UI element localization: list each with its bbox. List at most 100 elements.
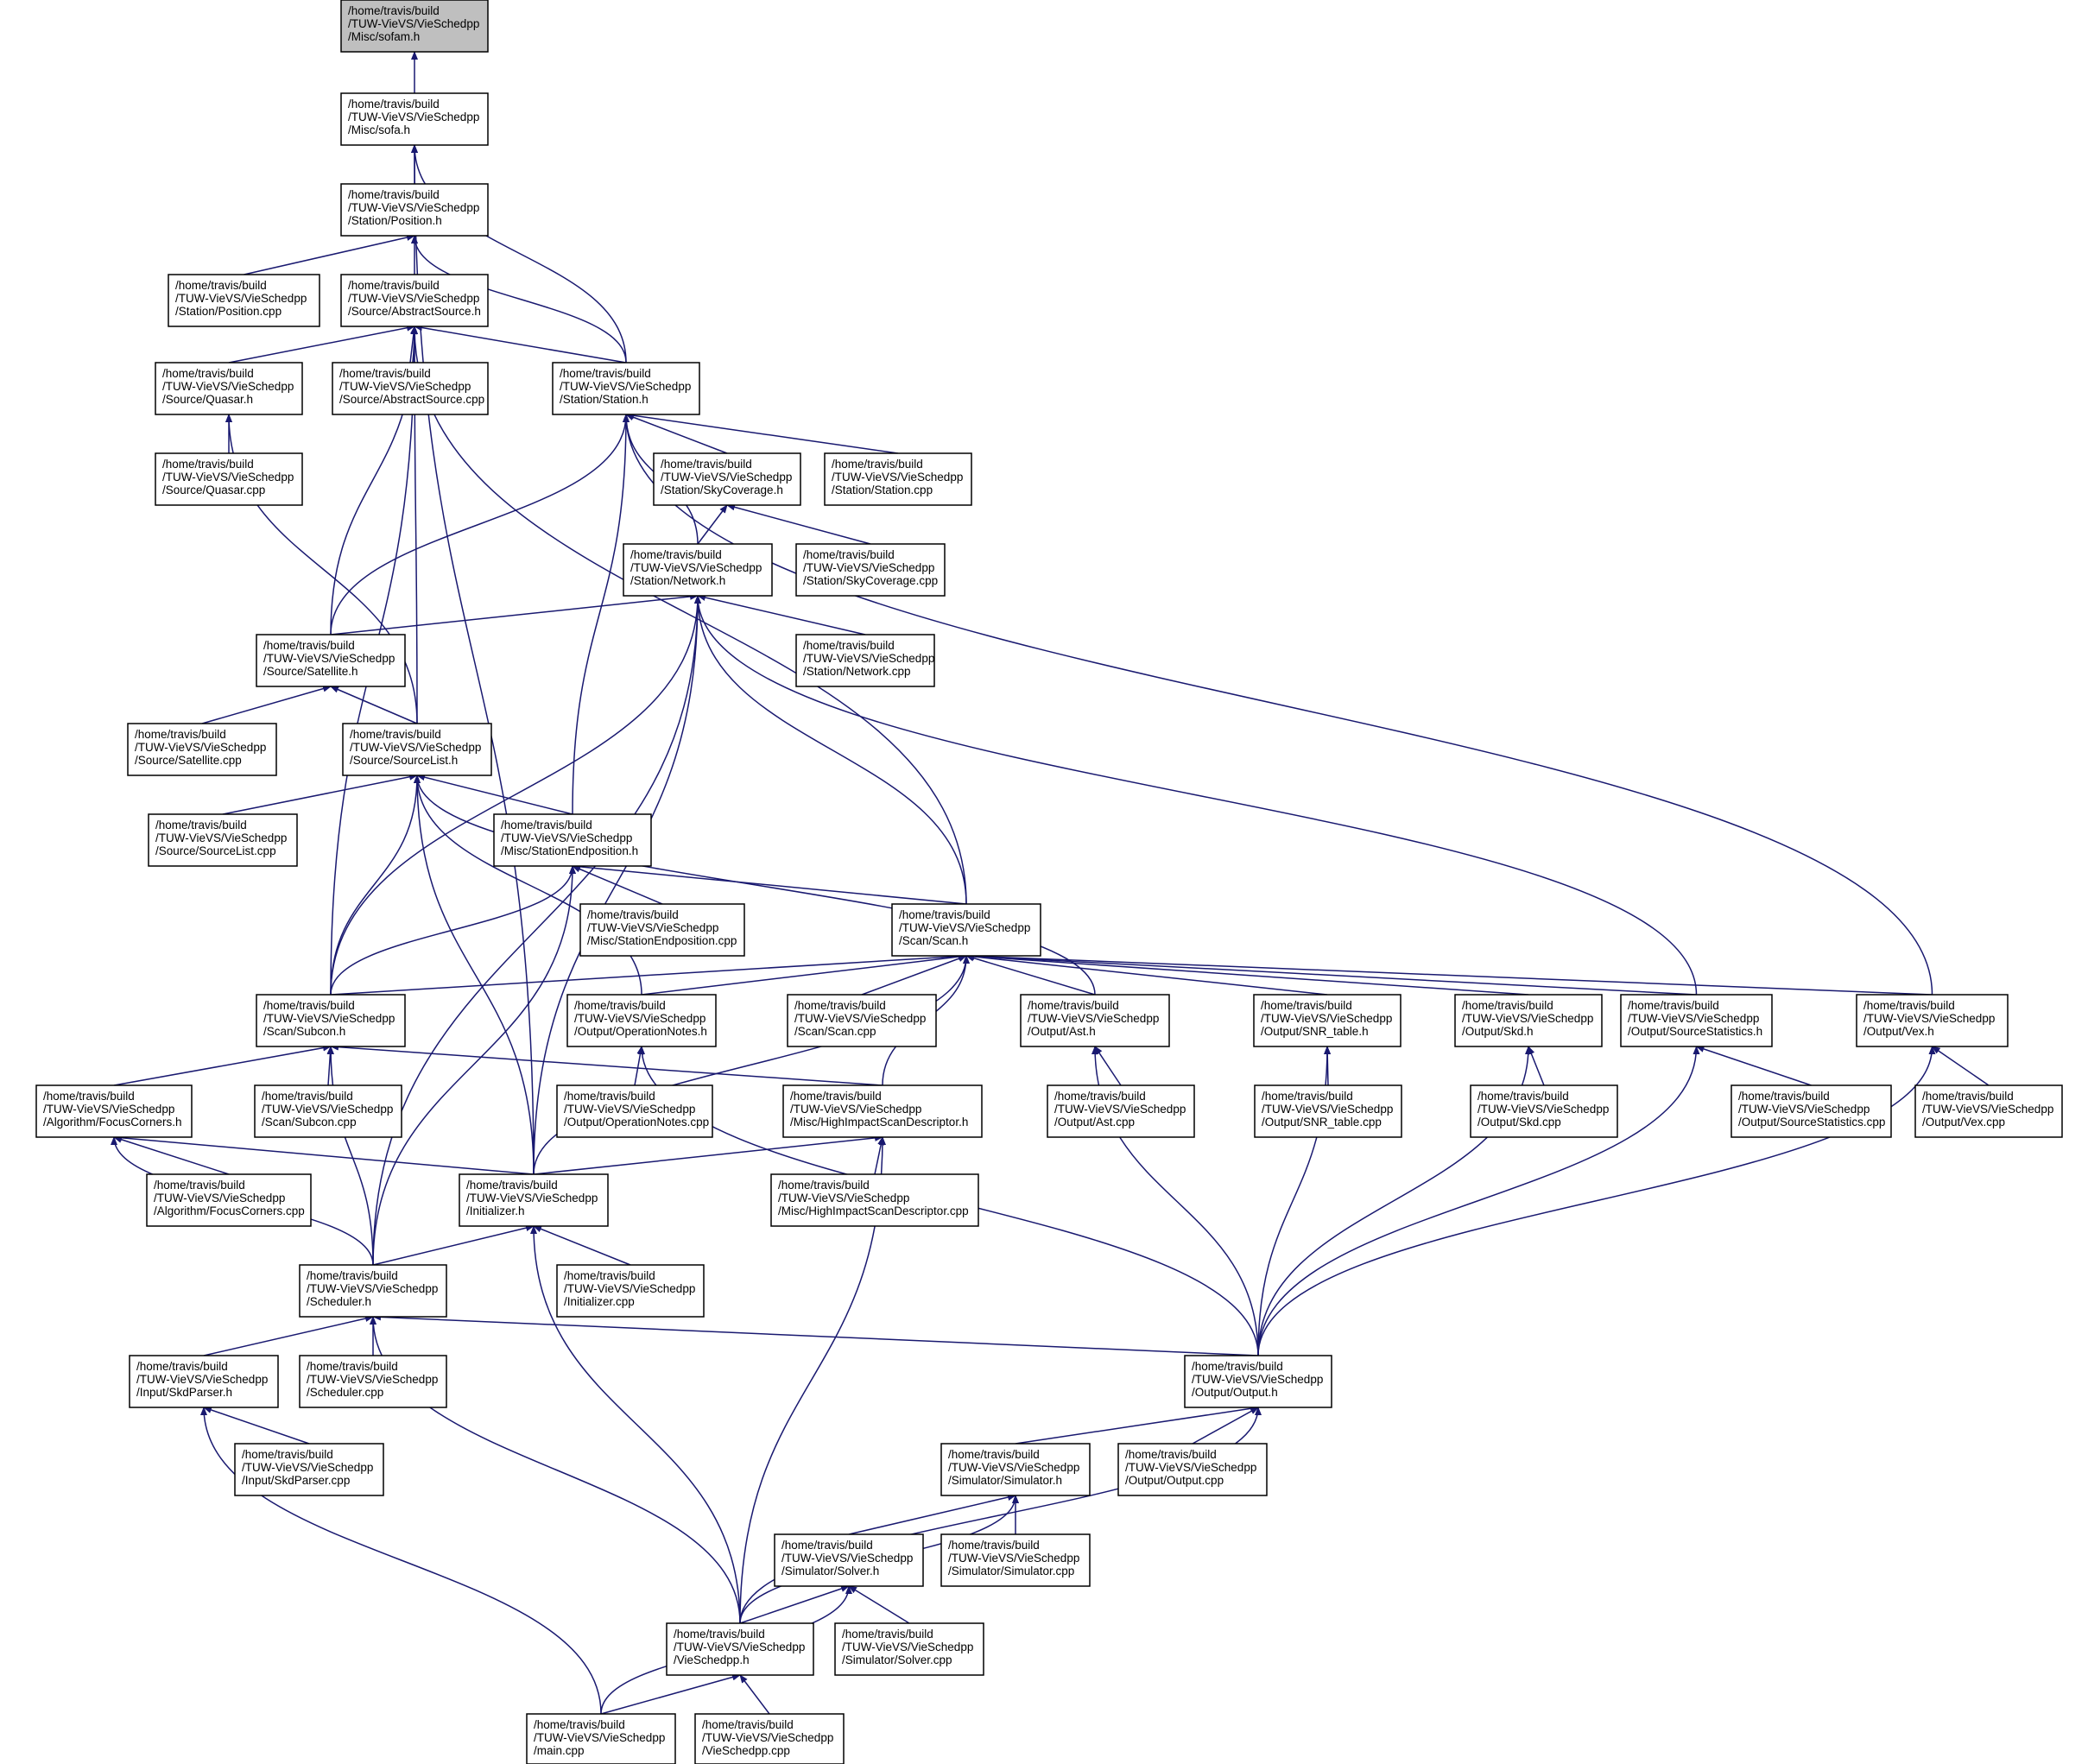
node-label-line: /home/travis/build — [307, 1360, 398, 1373]
node-sourcestatistics-h[interactable]: /home/travis/build/TUW-VieVS/VieSchedpp/… — [1620, 994, 1773, 1047]
node-label-line: /Scheduler.h — [307, 1295, 371, 1308]
node-output-cpp[interactable]: /home/travis/build/TUW-VieVS/VieSchedpp/… — [1117, 1443, 1268, 1496]
node-subcon-cpp[interactable]: /home/travis/build/TUW-VieVS/VieSchedpp/… — [254, 1084, 402, 1138]
node-label-line: /home/travis/build — [1477, 1090, 1569, 1103]
node-abstractsource-h[interactable]: /home/travis/build/TUW-VieVS/VieSchedpp/… — [340, 274, 489, 327]
node-label-line: /home/travis/build — [630, 548, 722, 561]
node-label-line: /home/travis/build — [587, 908, 679, 921]
node-station-h[interactable]: /home/travis/build/TUW-VieVS/VieSchedpp/… — [552, 362, 700, 415]
edge-initializer-h-to-network-h — [533, 595, 701, 1175]
node-focuscorners-h[interactable]: /home/travis/build/TUW-VieVS/VieSchedpp/… — [35, 1084, 193, 1138]
node-box — [1047, 1084, 1195, 1138]
node-quasar-cpp[interactable]: /home/travis/build/TUW-VieVS/VieSchedpp/… — [155, 452, 303, 506]
node-vex-cpp[interactable]: /home/travis/build/TUW-VieVS/VieSchedpp/… — [1914, 1084, 2063, 1138]
edge-vieschedpp-h-to-output-h — [739, 1407, 1262, 1624]
node-label-line: /Station/Station.h — [560, 393, 649, 406]
node-label-line: /home/travis/build — [263, 999, 355, 1012]
node-operationnotes-h[interactable]: /home/travis/build/TUW-VieVS/VieSchedpp/… — [566, 994, 717, 1047]
node-operationnotes-cpp[interactable]: /home/travis/build/TUW-VieVS/VieSchedpp/… — [556, 1084, 713, 1138]
node-ast-cpp[interactable]: /home/travis/build/TUW-VieVS/VieSchedpp/… — [1047, 1084, 1195, 1138]
node-skdparser-cpp[interactable]: /home/travis/build/TUW-VieVS/VieSchedpp/… — [234, 1443, 384, 1496]
node-label-line: /Initializer.h — [466, 1204, 525, 1217]
node-label-line: /home/travis/build — [501, 819, 592, 831]
node-stationendposition-h[interactable]: /home/travis/build/TUW-VieVS/VieSchedpp/… — [493, 813, 652, 867]
node-vex-h[interactable]: /home/travis/build/TUW-VieVS/VieSchedpp/… — [1856, 994, 2009, 1047]
node-solver-h[interactable]: /home/travis/build/TUW-VieVS/VieSchedpp/… — [774, 1533, 924, 1587]
edge-output-h-to-scheduler-h — [372, 1313, 1259, 1356]
node-simulator-h[interactable]: /home/travis/build/TUW-VieVS/VieSchedpp/… — [940, 1443, 1091, 1496]
node-stationendposition-cpp[interactable]: /home/travis/build/TUW-VieVS/VieSchedpp/… — [579, 903, 745, 957]
edge-snr-table-h-to-scan-h — [965, 952, 1328, 996]
node-subcon-h[interactable]: /home/travis/build/TUW-VieVS/VieSchedpp/… — [256, 994, 406, 1047]
node-box — [1454, 994, 1603, 1047]
node-satellite-h[interactable]: /home/travis/build/TUW-VieVS/VieSchedpp/… — [256, 634, 406, 687]
node-initializer-cpp[interactable]: /home/travis/build/TUW-VieVS/VieSchedpp/… — [556, 1264, 705, 1318]
node-box — [566, 994, 717, 1047]
node-label-line: /home/travis/build — [135, 728, 226, 741]
node-scheduler-cpp[interactable]: /home/travis/build/TUW-VieVS/VieSchedpp/… — [299, 1355, 447, 1408]
node-station-cpp[interactable]: /home/travis/build/TUW-VieVS/VieSchedpp/… — [824, 452, 972, 506]
node-box — [526, 1713, 676, 1764]
node-label-line: /home/travis/build — [842, 1628, 933, 1641]
node-skycoverage-cpp[interactable]: /home/travis/build/TUW-VieVS/VieSchedpp/… — [795, 543, 946, 597]
node-satellite-cpp[interactable]: /home/travis/build/TUW-VieVS/VieSchedpp/… — [127, 723, 277, 776]
node-label-line: /TUW-VieVS/VieSchedpp — [1028, 1012, 1159, 1025]
node-sourcelist-cpp[interactable]: /home/travis/build/TUW-VieVS/VieSchedpp/… — [148, 813, 298, 867]
node-scheduler-h[interactable]: /home/travis/build/TUW-VieVS/VieSchedpp/… — [299, 1264, 447, 1318]
node-label-line: /Simulator/Simulator.cpp — [948, 1565, 1074, 1577]
node-position-cpp[interactable]: /home/travis/build/TUW-VieVS/VieSchedpp/… — [168, 274, 320, 327]
node-box — [332, 362, 489, 415]
edge-vieschedpp-h-to-highimpact-h — [739, 1136, 886, 1624]
node-snr-table-h[interactable]: /home/travis/build/TUW-VieVS/VieSchedpp/… — [1253, 994, 1401, 1047]
node-skycoverage-h[interactable]: /home/travis/build/TUW-VieVS/VieSchedpp/… — [653, 452, 801, 506]
node-simulator-cpp[interactable]: /home/travis/build/TUW-VieVS/VieSchedpp/… — [940, 1533, 1091, 1587]
node-box — [795, 543, 946, 597]
node-scan-h[interactable]: /home/travis/build/TUW-VieVS/VieSchedpp/… — [891, 903, 1041, 957]
node-label-line: /Output/Skd.h — [1462, 1025, 1534, 1038]
node-skd-cpp[interactable]: /home/travis/build/TUW-VieVS/VieSchedpp/… — [1470, 1084, 1618, 1138]
node-box — [1470, 1084, 1618, 1138]
node-network-cpp[interactable]: /home/travis/build/TUW-VieVS/VieSchedpp/… — [795, 634, 935, 687]
node-snr-table-cpp[interactable]: /home/travis/build/TUW-VieVS/VieSchedpp/… — [1254, 1084, 1402, 1138]
edges-layer — [111, 51, 1990, 1715]
node-box — [623, 543, 773, 597]
node-focuscorners-cpp[interactable]: /home/travis/build/TUW-VieVS/VieSchedpp/… — [146, 1173, 312, 1227]
node-highimpact-h[interactable]: /home/travis/build/TUW-VieVS/VieSchedpp/… — [782, 1084, 983, 1138]
edge-solver-h-to-simulator-h — [848, 1494, 1016, 1535]
edge-scan-h-to-network-h — [694, 595, 967, 905]
node-position-h[interactable]: /home/travis/build/TUW-VieVS/VieSchedpp/… — [340, 183, 489, 237]
node-solver-cpp[interactable]: /home/travis/build/TUW-VieVS/VieSchedpp/… — [834, 1622, 984, 1676]
node-sourcestatistics-cpp[interactable]: /home/travis/build/TUW-VieVS/VieSchedpp/… — [1731, 1084, 1892, 1138]
node-vieschedpp-h[interactable]: /home/travis/build/TUW-VieVS/VieSchedpp/… — [666, 1622, 814, 1676]
node-output-h[interactable]: /home/travis/build/TUW-VieVS/VieSchedpp/… — [1184, 1355, 1332, 1408]
node-network-h[interactable]: /home/travis/build/TUW-VieVS/VieSchedpp/… — [623, 543, 773, 597]
node-scan-cpp[interactable]: /home/travis/build/TUW-VieVS/VieSchedpp/… — [787, 994, 937, 1047]
node-vieschedpp-cpp[interactable]: /home/travis/build/TUW-VieVS/VieSchedpp/… — [694, 1713, 845, 1764]
node-box — [579, 903, 745, 957]
node-ast-h[interactable]: /home/travis/build/TUW-VieVS/VieSchedpp/… — [1020, 994, 1170, 1047]
node-label-line: /Output/Skd.cpp — [1477, 1116, 1561, 1129]
node-quasar-h[interactable]: /home/travis/build/TUW-VieVS/VieSchedpp/… — [155, 362, 303, 415]
node-main-cpp[interactable]: /home/travis/build/TUW-VieVS/VieSchedpp/… — [526, 1713, 676, 1764]
edge-output-h-to-sourcestatistics-h — [1257, 1046, 1700, 1356]
node-initializer-h[interactable]: /home/travis/build/TUW-VieVS/VieSchedpp/… — [459, 1173, 609, 1227]
edge-stationendposition-h-to-station-h — [572, 414, 630, 815]
node-sofam-h[interactable]: /home/travis/build/TUW-VieVS/VieSchedpp/… — [340, 0, 489, 53]
node-sourcelist-h[interactable]: /home/travis/build/TUW-VieVS/VieSchedpp/… — [342, 723, 492, 776]
node-box — [256, 634, 406, 687]
node-highimpact-cpp[interactable]: /home/travis/build/TUW-VieVS/VieSchedpp/… — [770, 1173, 979, 1227]
node-label-line: /Scheduler.cpp — [307, 1386, 383, 1399]
node-label-line: /TUW-VieVS/VieSchedpp — [803, 561, 934, 574]
node-label-line: /Source/Quasar.h — [162, 393, 253, 406]
node-label-line: /Station/Network.h — [630, 574, 725, 587]
node-skd-h[interactable]: /home/travis/build/TUW-VieVS/VieSchedpp/… — [1454, 994, 1603, 1047]
edge-stationendposition-cpp-to-stationendposition-h — [572, 865, 663, 905]
node-skdparser-h[interactable]: /home/travis/build/TUW-VieVS/VieSchedpp/… — [129, 1355, 279, 1408]
edge-output-h-to-vex-h — [1257, 1046, 1936, 1356]
node-label-line: /home/travis/build — [948, 1539, 1040, 1552]
edge-operationnotes-h-to-scan-h — [641, 953, 967, 996]
node-sofa-h[interactable]: /home/travis/build/TUW-VieVS/VieSchedpp/… — [340, 92, 489, 146]
node-abstractsource-cpp[interactable]: /home/travis/build/TUW-VieVS/VieSchedpp/… — [332, 362, 489, 415]
node-label-line: /home/travis/build — [1922, 1090, 2014, 1103]
node-label-line: /Source/Satellite.h — [263, 665, 358, 678]
